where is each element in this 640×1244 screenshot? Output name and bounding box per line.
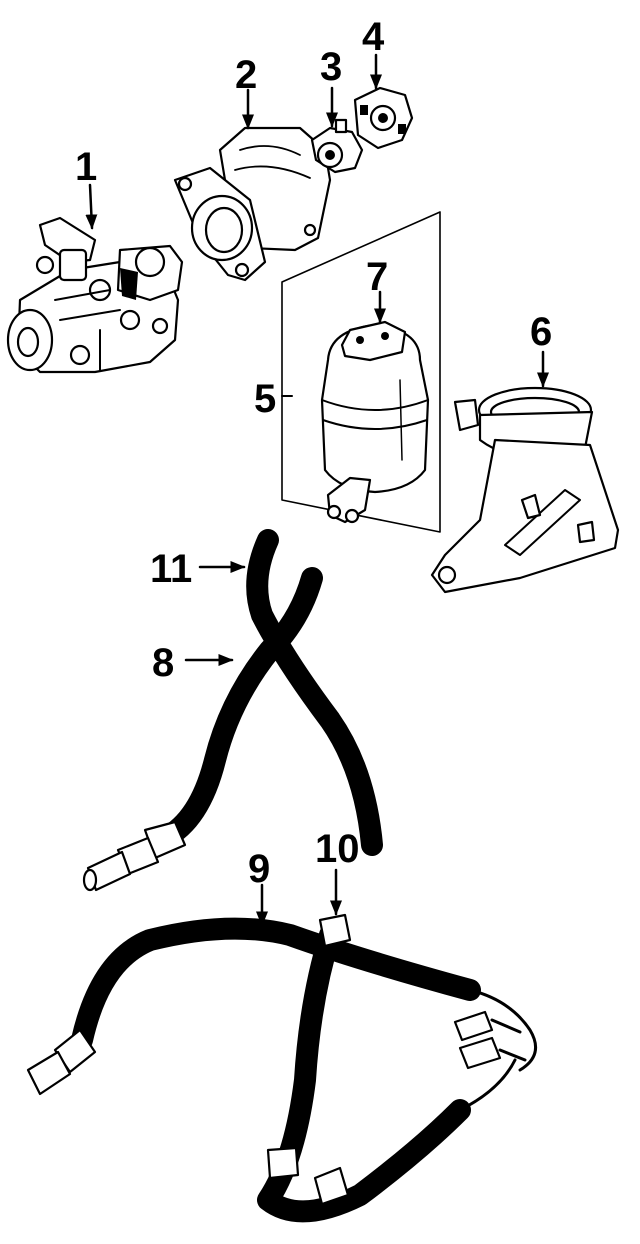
reservoir <box>320 320 430 524</box>
callout-4: 4 <box>362 15 385 59</box>
callout-7: 7 <box>366 255 388 299</box>
callout-1: 1 <box>75 145 97 189</box>
callout-3: 3 <box>320 45 342 89</box>
return-hose-10 <box>257 913 517 1223</box>
hose-8 <box>82 567 323 892</box>
callout-6: 6 <box>530 310 552 354</box>
callout-2: 2 <box>235 53 257 97</box>
callout-10: 10 <box>315 827 360 871</box>
pump-housing <box>173 126 332 282</box>
hose-11 <box>246 529 383 856</box>
seal-flange <box>310 118 364 174</box>
leader-line-1 <box>85 183 98 230</box>
power-steering-pump <box>6 216 184 374</box>
pressure-hose-9 <box>26 917 538 1096</box>
reservoir-bracket <box>430 386 620 594</box>
reservoir-assembly-box <box>281 211 441 533</box>
callout-9: 9 <box>248 847 270 891</box>
callout-11: 11 <box>150 547 192 591</box>
callout-8: 8 <box>152 641 174 685</box>
callout-5: 5 <box>254 377 276 421</box>
coupling <box>353 86 414 150</box>
